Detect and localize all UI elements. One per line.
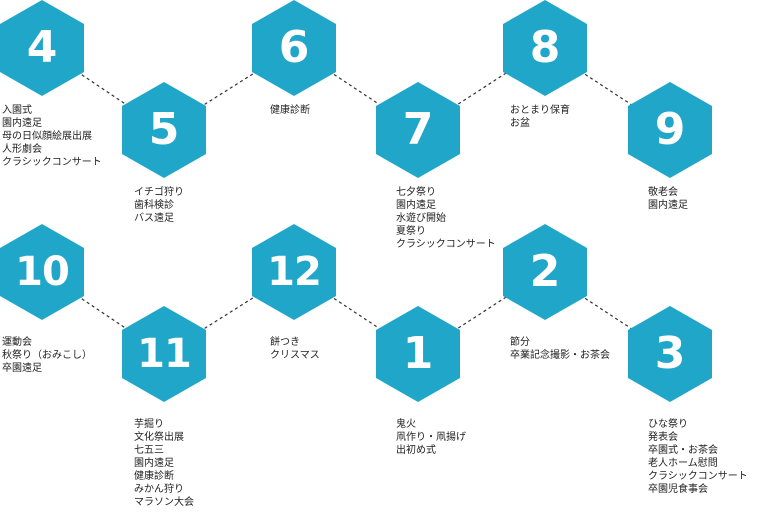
event-item: クラシックコンサート [2,157,102,168]
month-event-list: 節分卒業記念撮影・お茶会 [510,336,610,362]
month-number: 3 [654,328,686,379]
event-item: 卒園式・お茶会 [648,445,718,456]
month-number: 10 [15,249,70,295]
connector-line [452,294,511,332]
event-item: 夏祭り [396,226,426,237]
connector-line [579,70,636,108]
event-item: お盆 [510,118,530,129]
month-number: 7 [402,104,434,155]
month-hexagon: 9 [628,82,712,178]
month-number: 8 [529,22,561,73]
month-event-list: 鬼火凧作り・凧揚げ出初め式 [396,418,466,457]
event-item: 園内遠足 [396,200,436,211]
event-item: 文化祭出展 [134,432,184,443]
event-item: クラシックコンサート [396,239,496,250]
connector-line [199,293,259,333]
event-item: 敬老会 [648,187,678,198]
event-item: 運動会 [2,337,32,348]
event-item: 健康診断 [134,471,174,482]
month-hexagon: 1 [376,306,460,402]
event-item: クリスマス [270,350,320,361]
connector-line [76,294,130,332]
event-item: 健康診断 [270,105,310,116]
event-item: クラシックコンサート [648,471,748,482]
event-item: 卒園遠足 [2,363,42,374]
month-event-list: 運動会秋祭り（おみこし） 卒園遠足 [2,336,92,375]
event-item: 歯科検診 [134,200,174,211]
event-item: 発表会 [648,432,678,443]
event-item: 七夕祭り [396,187,436,198]
event-item: 出初め式 [396,445,436,456]
event-item: みかん狩り [134,484,184,495]
month-hexagon: 12 [252,224,336,320]
month-number: 12 [267,249,322,295]
month-hexagon: 5 [122,82,206,178]
month-number: 4 [26,22,58,73]
month-event-list: 七夕祭り園内遠足水遊び開始夏祭りクラシックコンサート [396,186,496,251]
month-number: 9 [654,104,686,155]
event-item: 餅つき [270,337,300,348]
event-item: 秋祭り（おみこし） [2,350,92,361]
month-event-list: 敬老会園内遠足 [648,186,688,212]
event-item: イチゴ狩り [134,187,184,198]
event-item: 七五三 [134,445,164,456]
month-event-list: 健康診断 [270,104,310,117]
month-hexagon: 4 [0,0,84,96]
month-event-list: 餅つきクリスマス [270,336,320,362]
event-item: 人形劇会 [2,144,42,155]
month-number: 6 [278,22,310,73]
month-hexagon: 8 [503,0,587,96]
month-number: 2 [529,246,561,297]
month-number: 1 [402,328,434,379]
month-number: 5 [148,104,180,155]
event-item: 園内遠足 [648,200,688,211]
month-event-list: おとまり保育お盆 [510,104,570,130]
month-hexagon: 6 [252,0,336,96]
month-event-list: イチゴ狩り歯科検診バス遠足 [134,186,184,225]
month-hexagon: 3 [628,306,712,402]
event-item: おとまり保育 [510,105,570,116]
event-item: 卒業記念撮影・お茶会 [510,350,610,361]
event-item: 芋掘り [134,419,164,430]
month-event-list: 入園式園内遠足母の日似顔絵展出展人形劇会クラシックコンサート [2,104,102,169]
month-hexagon: 7 [376,82,460,178]
event-item: 園内遠足 [134,458,174,469]
month-hexagon: 11 [122,306,206,402]
event-item: 節分 [510,337,530,348]
connector-line [76,70,130,108]
month-event-list: ひな祭り発表会卒園式・お茶会老人ホーム慰問クラシックコンサート卒園児食事会 [648,418,748,496]
event-item: 水遊び開始 [396,213,446,224]
event-item: 入園式 [2,105,32,116]
event-item: 凧作り・凧揚げ [396,432,466,443]
month-event-list: 芋掘り文化祭出展七五三園内遠足健康診断みかん狩りマラソン大会 [134,418,194,509]
connector-line [199,69,259,109]
month-hexagon: 2 [503,224,587,320]
month-number: 11 [137,331,192,377]
connector-line [579,294,636,332]
event-item: 母の日似顔絵展出展 [2,131,92,142]
event-item: マラソン大会 [134,497,194,508]
event-item: バス遠足 [134,213,174,224]
connector-line [452,70,511,108]
event-item: 老人ホーム慰問 [648,458,718,469]
event-item: 卒園児食事会 [648,484,708,495]
event-item: 鬼火 [396,419,416,430]
connector-line [328,294,384,332]
connector-line [328,70,384,108]
event-item: 園内遠足 [2,118,42,129]
month-hexagon: 10 [0,224,84,320]
event-item: ひな祭り [648,419,688,430]
